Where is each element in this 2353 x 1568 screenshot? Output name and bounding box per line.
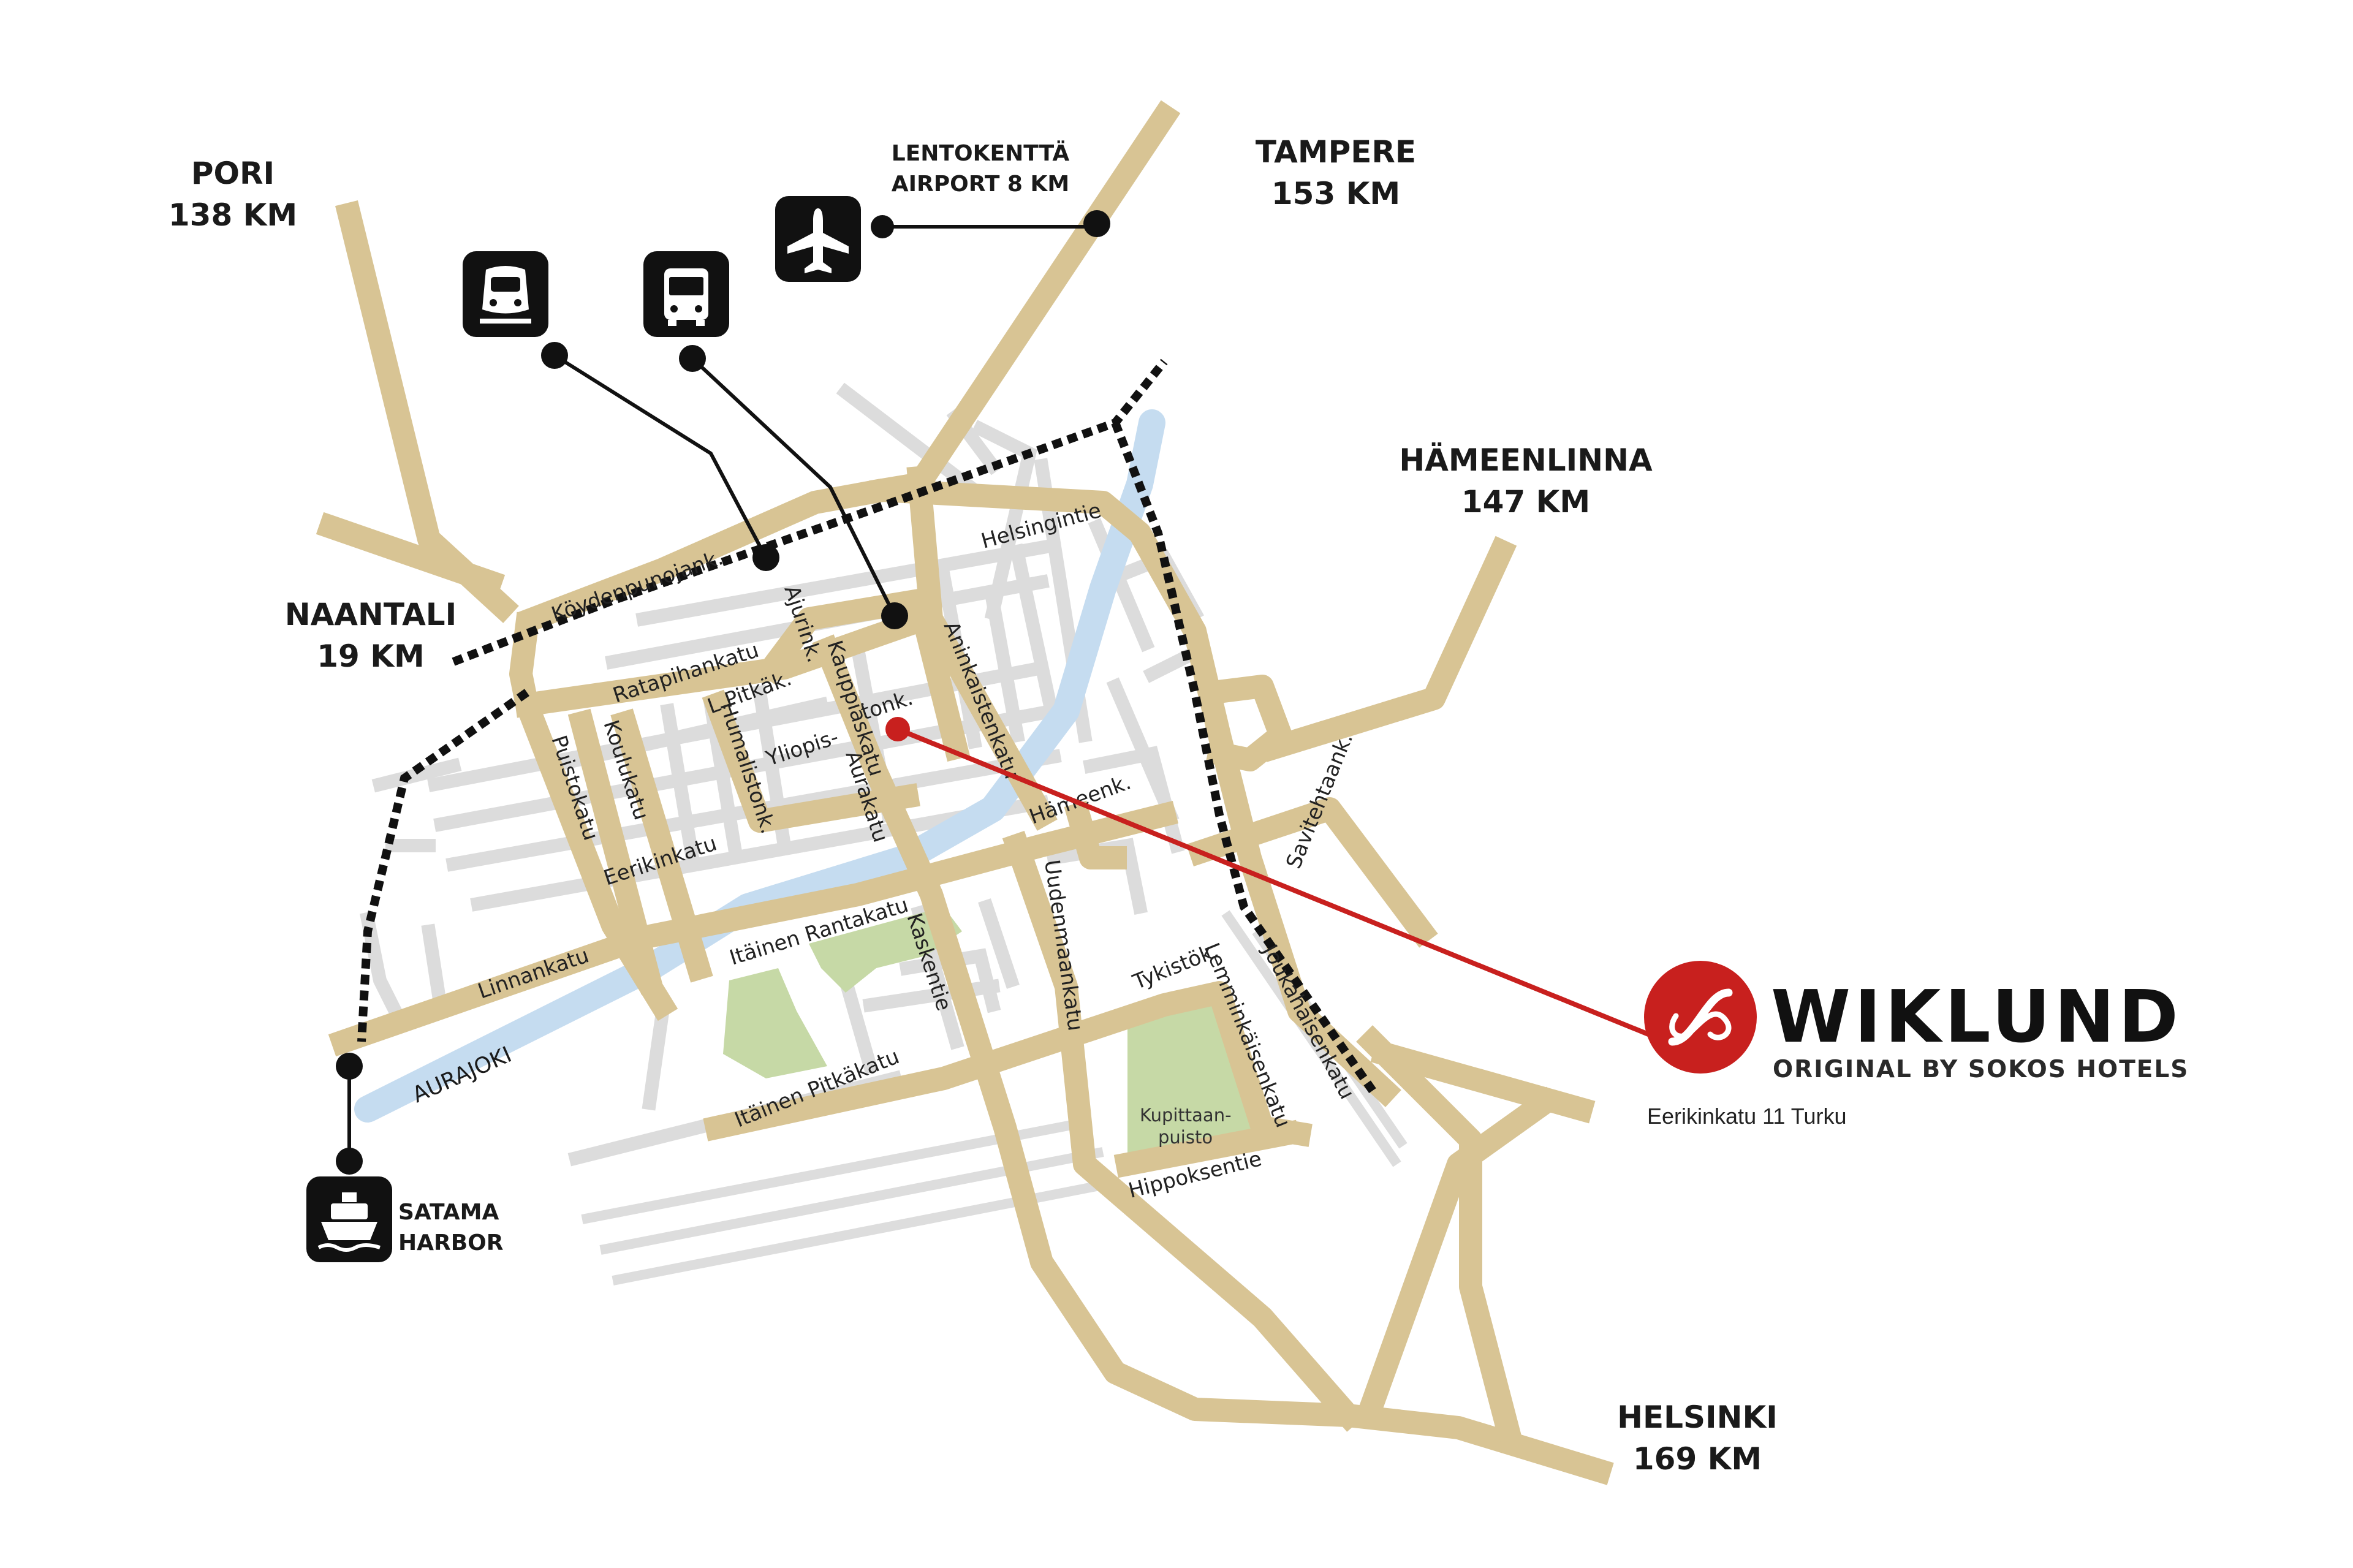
city-label-pori: PORI 138 KM (169, 156, 297, 233)
svg-text:PORI: PORI (191, 156, 275, 191)
svg-text:NAANTALI: NAANTALI (285, 597, 457, 632)
svg-text:AIRPORT 8 KM: AIRPORT 8 KM (892, 172, 1069, 197)
city-label-helsinki: HELSINKI 169 KM (1617, 1399, 1778, 1477)
bus-icon (643, 251, 729, 337)
harbor-label: SATAMA HARBOR (398, 1200, 503, 1256)
svg-text:Kupittaan-: Kupittaan- (1140, 1105, 1232, 1126)
street-yliopis: Yliopis- (762, 725, 841, 771)
airport-label: LENTOKENTTÄ AIRPORT 8 KM (892, 140, 1070, 197)
airplane-icon (775, 196, 861, 282)
svg-text:147 KM: 147 KM (1461, 484, 1590, 520)
svg-text:153 KM: 153 KM (1271, 176, 1400, 211)
park-label: Kupittaan- puisto (1140, 1105, 1232, 1148)
svg-text:SATAMA: SATAMA (398, 1200, 499, 1225)
brand-name: WIKLUND (1771, 974, 2182, 1059)
railway-line (357, 358, 1376, 1094)
poi-connectors (347, 225, 1097, 1161)
brand-address: Eerikinkatu 11 Turku (1647, 1104, 1847, 1129)
svg-text:19 KM: 19 KM (317, 638, 425, 674)
poi-dots (336, 210, 1110, 1175)
svg-text:LENTOKENTTÄ: LENTOKENTTÄ (892, 140, 1070, 166)
minor-streets (360, 382, 1210, 1167)
svg-text:138 KM: 138 KM (169, 197, 297, 233)
svg-text:puisto: puisto (1158, 1127, 1213, 1148)
svg-text:169 KM: 169 KM (1633, 1441, 1762, 1477)
svg-text:HÄMEENLINNA: HÄMEENLINNA (1399, 442, 1653, 478)
hotel-marker-icon (885, 717, 910, 741)
train-icon (463, 251, 548, 337)
city-label-hameenlinna: HÄMEENLINNA 147 KM (1399, 442, 1653, 520)
brand-subtitle: ORIGINAL BY SOKOS HOTELS (1773, 1056, 2189, 1083)
ship-icon (306, 1176, 392, 1262)
sokos-logo-icon (1644, 961, 1757, 1074)
svg-text:HARBOR: HARBOR (398, 1230, 503, 1256)
svg-text:HELSINKI: HELSINKI (1617, 1399, 1778, 1435)
svg-text:TAMPERE: TAMPERE (1256, 134, 1416, 170)
city-label-naantali: NAANTALI 19 KM (285, 597, 457, 674)
hotel-route-line (896, 727, 1653, 1038)
major-roads (316, 100, 1614, 1485)
city-label-tampere: TAMPERE 153 KM (1256, 134, 1416, 211)
parks (723, 907, 1262, 1158)
